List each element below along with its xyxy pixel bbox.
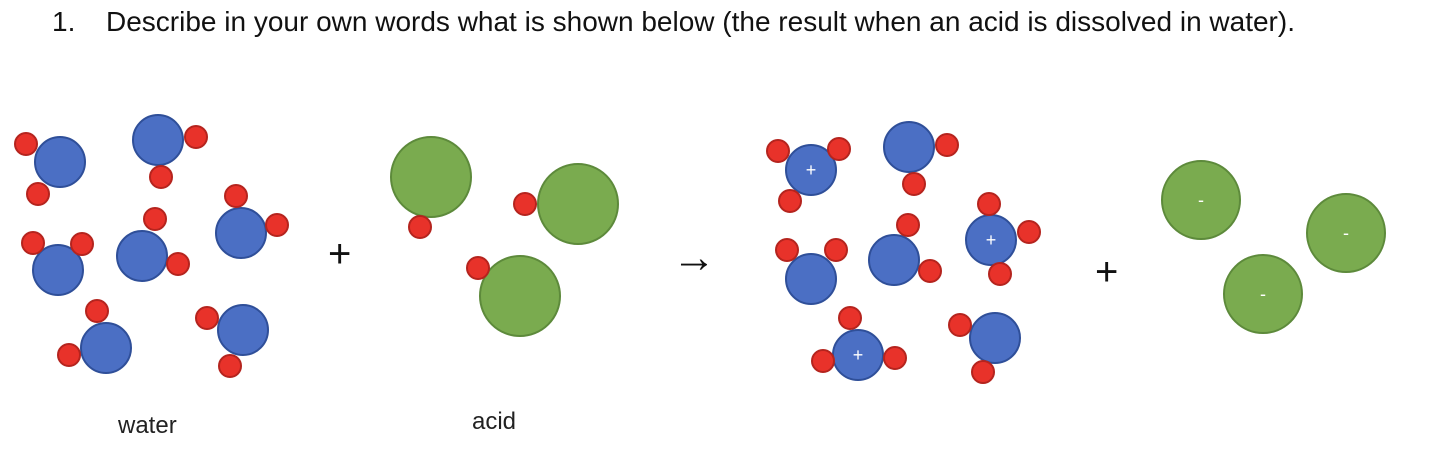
- hydrogen-atom: [896, 213, 920, 237]
- oxygen-atom: [883, 121, 935, 173]
- hydrogen-atom: [184, 125, 208, 149]
- hydrogen-atom: [265, 213, 289, 237]
- hydrogen-atom: [778, 189, 802, 213]
- hydrogen-atom: [766, 139, 790, 163]
- acid-particle: [537, 163, 619, 245]
- anion-particle: [1306, 193, 1386, 273]
- hydrogen-atom: [70, 232, 94, 256]
- question-number: 1.: [52, 6, 76, 37]
- hydrogen-atom: [883, 346, 907, 370]
- oxygen-atom: [34, 136, 86, 188]
- hydrogen-atom: [948, 313, 972, 337]
- hydrogen-atom: [224, 184, 248, 208]
- hydrogen-atom: [143, 207, 167, 231]
- hydrogen-atom: [918, 259, 942, 283]
- hydrogen-atom: [824, 238, 848, 262]
- hydrogen-atom: [85, 299, 109, 323]
- anion-minus-sign: -: [1343, 223, 1349, 243]
- oxygen-atom: [785, 144, 837, 196]
- hydrogen-atom: [838, 306, 862, 330]
- hydrogen-atom: [149, 165, 173, 189]
- hydrogen-atom: [1017, 220, 1041, 244]
- hydrogen-atom: [775, 238, 799, 262]
- hydrogen-atom: [218, 354, 242, 378]
- oxygen-atom: [215, 207, 267, 259]
- cation-plus-sign: +: [986, 230, 997, 250]
- oxygen-atom: [32, 244, 84, 296]
- reaction-arrow: →: [672, 233, 716, 282]
- hydrogen-atom: [166, 252, 190, 276]
- hydrogen-atom: [14, 132, 38, 156]
- oxygen-atom: [785, 253, 837, 305]
- anion-particle: [1161, 160, 1241, 240]
- hydrogen-atom: [57, 343, 81, 367]
- oxygen-atom: [116, 230, 168, 282]
- acid-particle: [479, 255, 561, 337]
- cation-plus-sign: +: [853, 345, 864, 365]
- hydrogen-atom: [827, 137, 851, 161]
- oxygen-atom: [969, 312, 1021, 364]
- oxygen-atom: [217, 304, 269, 356]
- hydrogen-atom: [971, 360, 995, 384]
- hydrogen-atom: [513, 192, 537, 216]
- cation-plus-sign: +: [806, 160, 817, 180]
- hydrogen-atom: [935, 133, 959, 157]
- hydrogen-atom: [21, 231, 45, 255]
- question-text: Describe in your own words what is shown…: [106, 6, 1295, 37]
- hydrogen-atom: [26, 182, 50, 206]
- anion-minus-sign: -: [1260, 284, 1266, 304]
- hydrogen-atom: [195, 306, 219, 330]
- hydrogen-atom: [811, 349, 835, 373]
- acid-label: acid: [472, 408, 517, 435]
- plus-sign-left: +: [328, 232, 352, 276]
- oxygen-atom: [868, 234, 920, 286]
- hydrogen-atom: [408, 215, 432, 239]
- hydrogen-atom: [902, 172, 926, 196]
- hydrogen-atom: [988, 262, 1012, 286]
- plus-sign-right: +: [1095, 250, 1119, 294]
- hydrogen-atom: [466, 256, 490, 280]
- question: 1. Describe in your own words what is sho…: [52, 6, 1295, 38]
- oxygen-atom: [132, 114, 184, 166]
- hydrogen-atom: [977, 192, 1001, 216]
- water-label: water: [118, 412, 177, 439]
- oxygen-atom: [80, 322, 132, 374]
- anion-minus-sign: -: [1198, 190, 1204, 210]
- acid-particle: [390, 136, 472, 218]
- anion-particle: [1223, 254, 1303, 334]
